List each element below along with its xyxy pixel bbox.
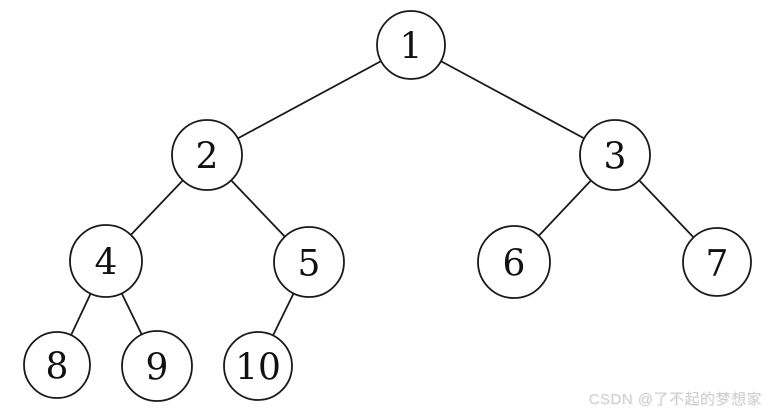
tree-node-label-1: 1 (400, 27, 423, 68)
tree-node-label-6: 6 (503, 244, 526, 285)
tree-node-label-7: 7 (706, 244, 729, 285)
tree-node-circle-6 (477, 225, 551, 299)
tree-node-label-4: 4 (95, 243, 118, 284)
tree-node-label-5: 5 (298, 244, 321, 285)
tree-edge-1-3 (410, 44, 616, 156)
tree-node-label-8: 8 (46, 347, 69, 388)
tree-node-circle-7 (682, 227, 752, 297)
csdn-watermark: CSDN @了不起的梦想家 (588, 391, 762, 408)
tree-edge-1-2 (206, 44, 412, 156)
tree-node-9: 9 (121, 330, 193, 402)
tree-node-circle-3 (579, 119, 651, 191)
tree-node-circle-8 (23, 331, 91, 399)
tree-node-8: 8 (23, 331, 91, 399)
tree-node-circle-9 (121, 330, 193, 402)
tree-node-circle-5 (273, 226, 345, 298)
tree-node-circle-2 (171, 119, 243, 191)
tree-node-4: 4 (69, 224, 143, 298)
tree-node-circle-4 (69, 224, 143, 298)
tree-node-label-9: 9 (146, 348, 169, 389)
tree-node-7: 7 (682, 227, 752, 297)
tree-node-10: 10 (223, 331, 293, 401)
tree-node-label-2: 2 (196, 137, 219, 178)
tree-node-label-3: 3 (604, 137, 627, 178)
tree-node-1: 1 (376, 10, 446, 80)
tree-node-circle-10 (223, 331, 293, 401)
tree-node-label-10: 10 (235, 348, 281, 389)
tree-node-5: 5 (273, 226, 345, 298)
tree-node-2: 2 (171, 119, 243, 191)
tree-node-6: 6 (477, 225, 551, 299)
tree-node-3: 3 (579, 119, 651, 191)
tree-node-circle-1 (376, 10, 446, 80)
